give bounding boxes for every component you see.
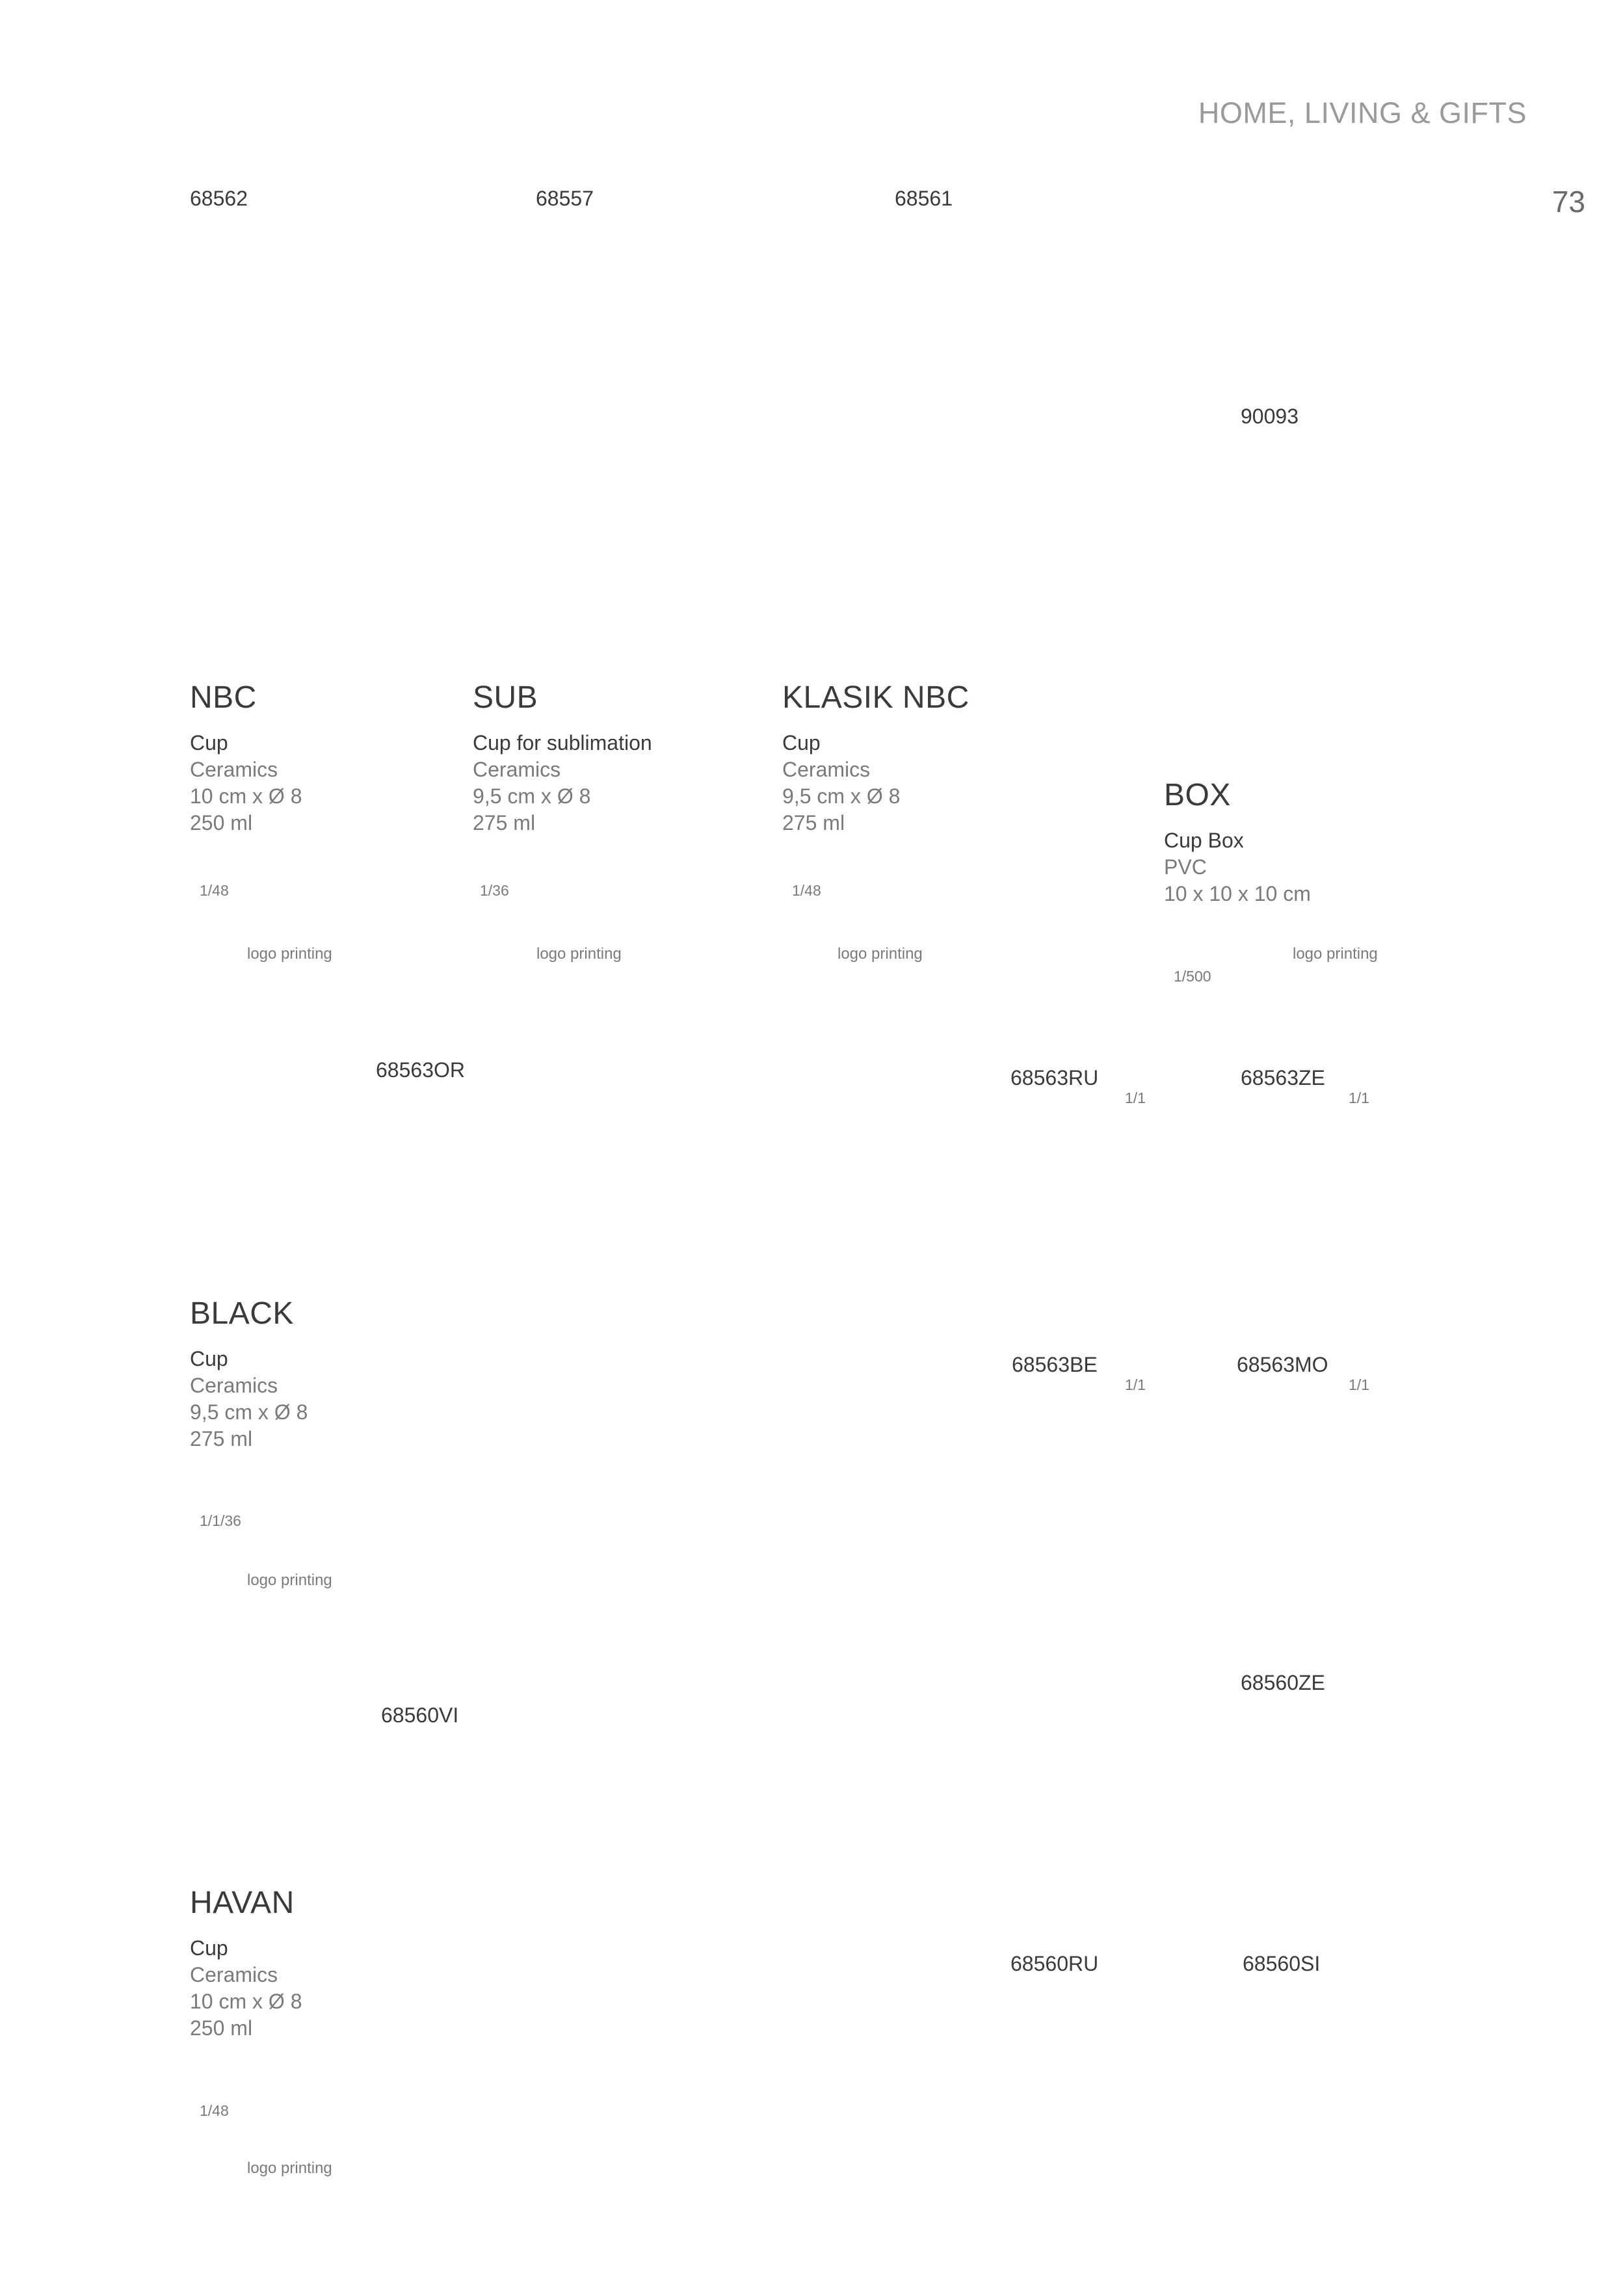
logo-printing-sub: logo printing xyxy=(536,945,622,963)
variant-code-black-ze: 68563ZE xyxy=(1241,1066,1325,1089)
pack-quantity-havan: 1/48 xyxy=(200,2102,229,2119)
product-name: SUB xyxy=(473,680,538,715)
logo-printing-klasik: logo printing xyxy=(838,945,923,963)
pack-quantity-black-be: 1/1 xyxy=(1125,1376,1146,1393)
product-size: 10 cm x Ø 8 xyxy=(190,1990,302,2013)
variant-code-havan-ze: 68560ZE xyxy=(1241,1671,1325,1694)
pack-quantity-black-ru: 1/1 xyxy=(1125,1089,1146,1106)
product-volume: 250 ml xyxy=(190,2016,253,2040)
product-name: BLACK xyxy=(190,1296,294,1331)
product-size: 10 x 10 x 10 cm xyxy=(1164,882,1311,905)
product-material: Ceramics xyxy=(190,1963,278,1986)
product-size: 9,5 cm x Ø 8 xyxy=(473,784,591,808)
product-details: Cup Ceramics 10 cm x Ø 8 250 ml xyxy=(190,1935,302,2042)
variant-code-black-be: 68563BE xyxy=(1012,1353,1098,1376)
product-volume: 275 ml xyxy=(190,1427,253,1450)
product-size: 9,5 cm x Ø 8 xyxy=(190,1400,308,1424)
page-number: 73 xyxy=(1551,185,1585,219)
product-material: Ceramics xyxy=(473,758,561,781)
variant-code-black-mo: 68563MO xyxy=(1237,1353,1328,1376)
product-name: NBC xyxy=(190,680,257,715)
product-code-sub: 68557 xyxy=(536,187,594,210)
product-name: HAVAN xyxy=(190,1886,295,1920)
product-type: Cup Box xyxy=(1164,829,1244,852)
pack-quantity-klasik: 1/48 xyxy=(792,882,821,899)
product-black: BLACK Cup Ceramics 9,5 cm x Ø 8 275 ml xyxy=(190,1296,308,1452)
logo-printing-nbc: logo printing xyxy=(247,945,332,963)
product-material: PVC xyxy=(1164,855,1207,879)
logo-printing-black: logo printing xyxy=(247,1571,332,1589)
product-type: Cup xyxy=(782,731,821,754)
product-material: Ceramics xyxy=(782,758,871,781)
pack-quantity-sub: 1/36 xyxy=(480,882,509,899)
product-sub: SUB Cup for sublimation Ceramics 9,5 cm … xyxy=(473,680,652,836)
product-details: Cup Ceramics 9,5 cm x Ø 8 275 ml xyxy=(190,1346,308,1452)
pack-quantity-box: 1/500 xyxy=(1174,968,1211,985)
product-size: 10 cm x Ø 8 xyxy=(190,784,302,808)
product-code-klasik: 68561 xyxy=(895,187,953,210)
product-details: Cup for sublimation Ceramics 9,5 cm x Ø … xyxy=(473,730,652,836)
product-box: BOX Cup Box PVC 10 x 10 x 10 cm xyxy=(1164,777,1311,907)
product-nbc: NBC Cup Ceramics 10 cm x Ø 8 250 ml xyxy=(190,680,302,836)
logo-printing-havan: logo printing xyxy=(247,2159,332,2177)
product-code-nbc: 68562 xyxy=(190,187,248,210)
product-name: KLASIK NBC xyxy=(782,680,970,715)
product-havan: HAVAN Cup Ceramics 10 cm x Ø 8 250 ml xyxy=(190,1885,302,2042)
product-code-box: 90093 xyxy=(1241,405,1299,428)
product-name: BOX xyxy=(1164,778,1231,812)
logo-printing-box: logo printing xyxy=(1293,945,1378,963)
variant-code-havan-main: 68560VI xyxy=(381,1703,459,1727)
variant-code-black-ru: 68563RU xyxy=(1010,1066,1099,1089)
product-details: Cup Ceramics 10 cm x Ø 8 250 ml xyxy=(190,730,302,836)
product-klasik-nbc: KLASIK NBC Cup Ceramics 9,5 cm x Ø 8 275… xyxy=(782,680,970,836)
product-volume: 250 ml xyxy=(190,811,253,834)
product-material: Ceramics xyxy=(190,758,278,781)
product-type: Cup xyxy=(190,731,228,754)
product-type: Cup for sublimation xyxy=(473,731,652,754)
product-details: Cup Box PVC 10 x 10 x 10 cm xyxy=(1164,827,1311,907)
product-volume: 275 ml xyxy=(473,811,536,834)
variant-code-black-main: 68563OR xyxy=(376,1058,465,1082)
pack-quantity-black-ze: 1/1 xyxy=(1349,1089,1369,1106)
pack-quantity-black: 1/1/36 xyxy=(200,1512,241,1529)
variant-code-havan-si: 68560SI xyxy=(1243,1952,1321,1975)
product-type: Cup xyxy=(190,1936,228,1960)
variant-code-havan-ru: 68560RU xyxy=(1010,1952,1099,1975)
product-volume: 275 ml xyxy=(782,811,845,834)
section-title: HOME, LIVING & GIFTS xyxy=(1198,96,1527,129)
pack-quantity-black-mo: 1/1 xyxy=(1349,1376,1369,1393)
product-type: Cup xyxy=(190,1347,228,1370)
pack-quantity-nbc: 1/48 xyxy=(200,882,229,899)
product-size: 9,5 cm x Ø 8 xyxy=(782,784,901,808)
product-material: Ceramics xyxy=(190,1374,278,1397)
product-details: Cup Ceramics 9,5 cm x Ø 8 275 ml xyxy=(782,730,970,836)
